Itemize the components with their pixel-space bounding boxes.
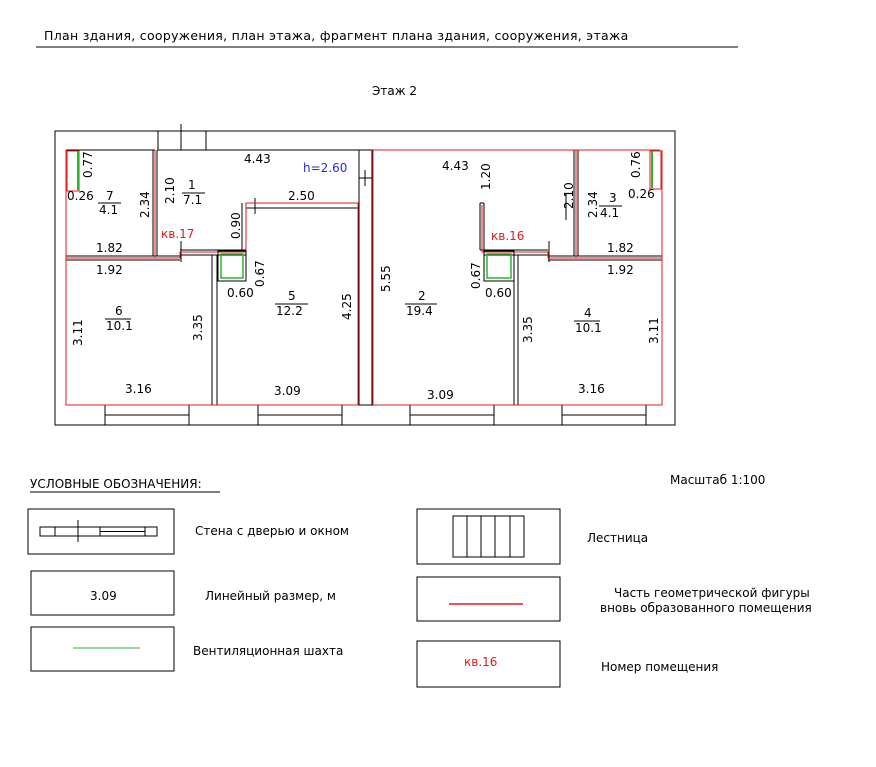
legend-title: УСЛОВНЫЕ ОБОЗНАЧЕНИЯ: xyxy=(30,477,202,491)
dim-shaft-left-width: 0.60 xyxy=(227,286,254,300)
dim-room4-height: 3.11 xyxy=(647,317,661,344)
scale-label: Масштаб 1:100 xyxy=(670,473,765,487)
legend-room-label: Номер помещения xyxy=(601,660,718,674)
floor-label: Этаж 2 xyxy=(372,84,417,98)
room-2-area: 19.4 xyxy=(406,304,433,318)
room-6-number: 6 xyxy=(115,304,123,318)
dim-room3-inner: 2.10 xyxy=(562,182,576,209)
room-6-area: 10.1 xyxy=(106,319,133,333)
dim-shaft-right-height: 0.67 xyxy=(469,262,483,289)
dim-room2-height: 5.55 xyxy=(379,265,393,292)
dim-room7-height: 2.34 xyxy=(138,191,152,218)
dim-room6-inner: 3.35 xyxy=(191,314,205,341)
legend-dim-label: Линейный размер, м xyxy=(205,589,336,603)
dim-room3-height: 2.34 xyxy=(586,191,600,218)
dim-room1-width: 4.43 xyxy=(244,152,271,166)
dim-room2-bottom: 3.09 xyxy=(427,388,454,402)
ventilation-shafts xyxy=(66,150,662,282)
dim-room7-width: 0.26 xyxy=(67,189,94,203)
dim-room4-top: 1.92 xyxy=(607,263,634,277)
room-1-number: 1 xyxy=(188,178,196,192)
dim-right-step: 1.20 xyxy=(479,163,493,190)
dim-room5-height: 4.25 xyxy=(340,293,354,320)
legend-dim-sample: 3.09 xyxy=(90,589,117,603)
legend-vent-label: Вентиляционная шахта xyxy=(193,644,343,658)
dim-left-step: 0.90 xyxy=(229,212,243,239)
dimension-labels: 4.43 4.43 0.26 0.26 2.50 1.82 1.92 1.82 … xyxy=(67,151,661,402)
ceiling-height: h=2.60 xyxy=(303,161,347,175)
legend-geom-label-1: Часть геометрической фигуры xyxy=(614,586,810,600)
dim-room6-bottom: 3.16 xyxy=(125,382,152,396)
dim-room3-shaft: 0.76 xyxy=(629,151,643,178)
room-7-number: 7 xyxy=(106,189,114,203)
dim-room4-bottom: 3.16 xyxy=(578,382,605,396)
entrance-door xyxy=(157,124,207,151)
room-1-area: 7.1 xyxy=(183,193,202,207)
legend-wall-label: Стена с дверью и окном xyxy=(195,524,349,538)
dim-room1-height: 2.10 xyxy=(163,177,177,204)
room-3-number: 3 xyxy=(609,191,617,205)
room-7-area: 4.1 xyxy=(99,203,118,217)
dim-room6-top: 1.92 xyxy=(96,263,123,277)
dim-room4-inner: 3.35 xyxy=(521,316,535,343)
room-2-number: 2 xyxy=(418,289,426,303)
legend: УСЛОВНЫЕ ОБОЗНАЧЕНИЯ: Масштаб 1:100 Стен… xyxy=(27,473,812,688)
dim-room3-width: 0.26 xyxy=(628,187,655,201)
new-geometry-lines xyxy=(65,149,663,406)
dim-room7-shaft: 0.77 xyxy=(81,151,95,178)
dim-shaft-right-width: 0.60 xyxy=(485,286,512,300)
legend-room-sample: кв.16 xyxy=(464,655,497,669)
dim-shaft-left-height: 0.67 xyxy=(253,260,267,287)
room-3-area: 4.1 xyxy=(600,206,619,220)
dim-room3-bottom: 1.82 xyxy=(607,241,634,255)
dim-room5-bottom: 3.09 xyxy=(274,384,301,398)
wall-symbol xyxy=(39,520,158,542)
windows xyxy=(104,404,647,426)
stairs-symbol xyxy=(452,515,525,558)
legend-geom-label-2: вновь образованного помещения xyxy=(600,601,812,615)
dim-room6-height: 3.11 xyxy=(71,319,85,346)
drawing-title: План здания, сооружения, план этажа, фра… xyxy=(44,28,629,43)
dim-room7-bottom: 1.82 xyxy=(96,241,123,255)
dim-room2-width: 4.43 xyxy=(442,159,469,173)
apartment-label-17: кв.17 xyxy=(161,227,194,241)
apartment-label-16: кв.16 xyxy=(491,229,524,243)
room-5-area: 12.2 xyxy=(276,304,303,318)
room-4-area: 10.1 xyxy=(575,321,602,335)
legend-stairs-label: Лестница xyxy=(587,531,648,545)
room-labels: 1 7.1 2 19.4 3 4.1 4 10.1 5 12.2 6 10.1 … xyxy=(98,178,622,335)
room-4-number: 4 xyxy=(584,306,592,320)
room-5-number: 5 xyxy=(288,289,296,303)
dim-step-left: 2.50 xyxy=(288,189,315,203)
